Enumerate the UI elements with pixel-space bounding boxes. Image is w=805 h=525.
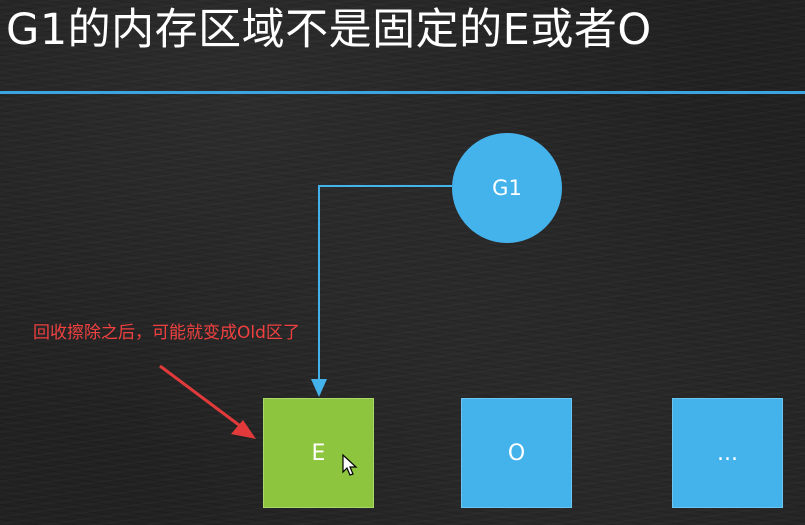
region-old: O xyxy=(461,398,572,508)
annotation-text: 回收擦除之后，可能就变成Old区了 xyxy=(33,323,300,343)
title-divider xyxy=(0,91,805,94)
slide-title: G1的内存区域不是固定的E或者O xyxy=(6,5,652,55)
g1-node-label: G1 xyxy=(492,176,522,200)
region-eden-label: E xyxy=(311,440,326,466)
g1-node: G1 xyxy=(452,133,562,243)
g1-to-eden-connector xyxy=(311,185,452,397)
mouse-cursor-icon xyxy=(342,454,358,476)
annotation-arrow xyxy=(159,364,256,439)
region-old-label: O xyxy=(507,440,526,466)
region-more-label: ... xyxy=(717,440,738,466)
region-eden: E xyxy=(263,398,374,508)
region-more: ... xyxy=(672,398,783,508)
